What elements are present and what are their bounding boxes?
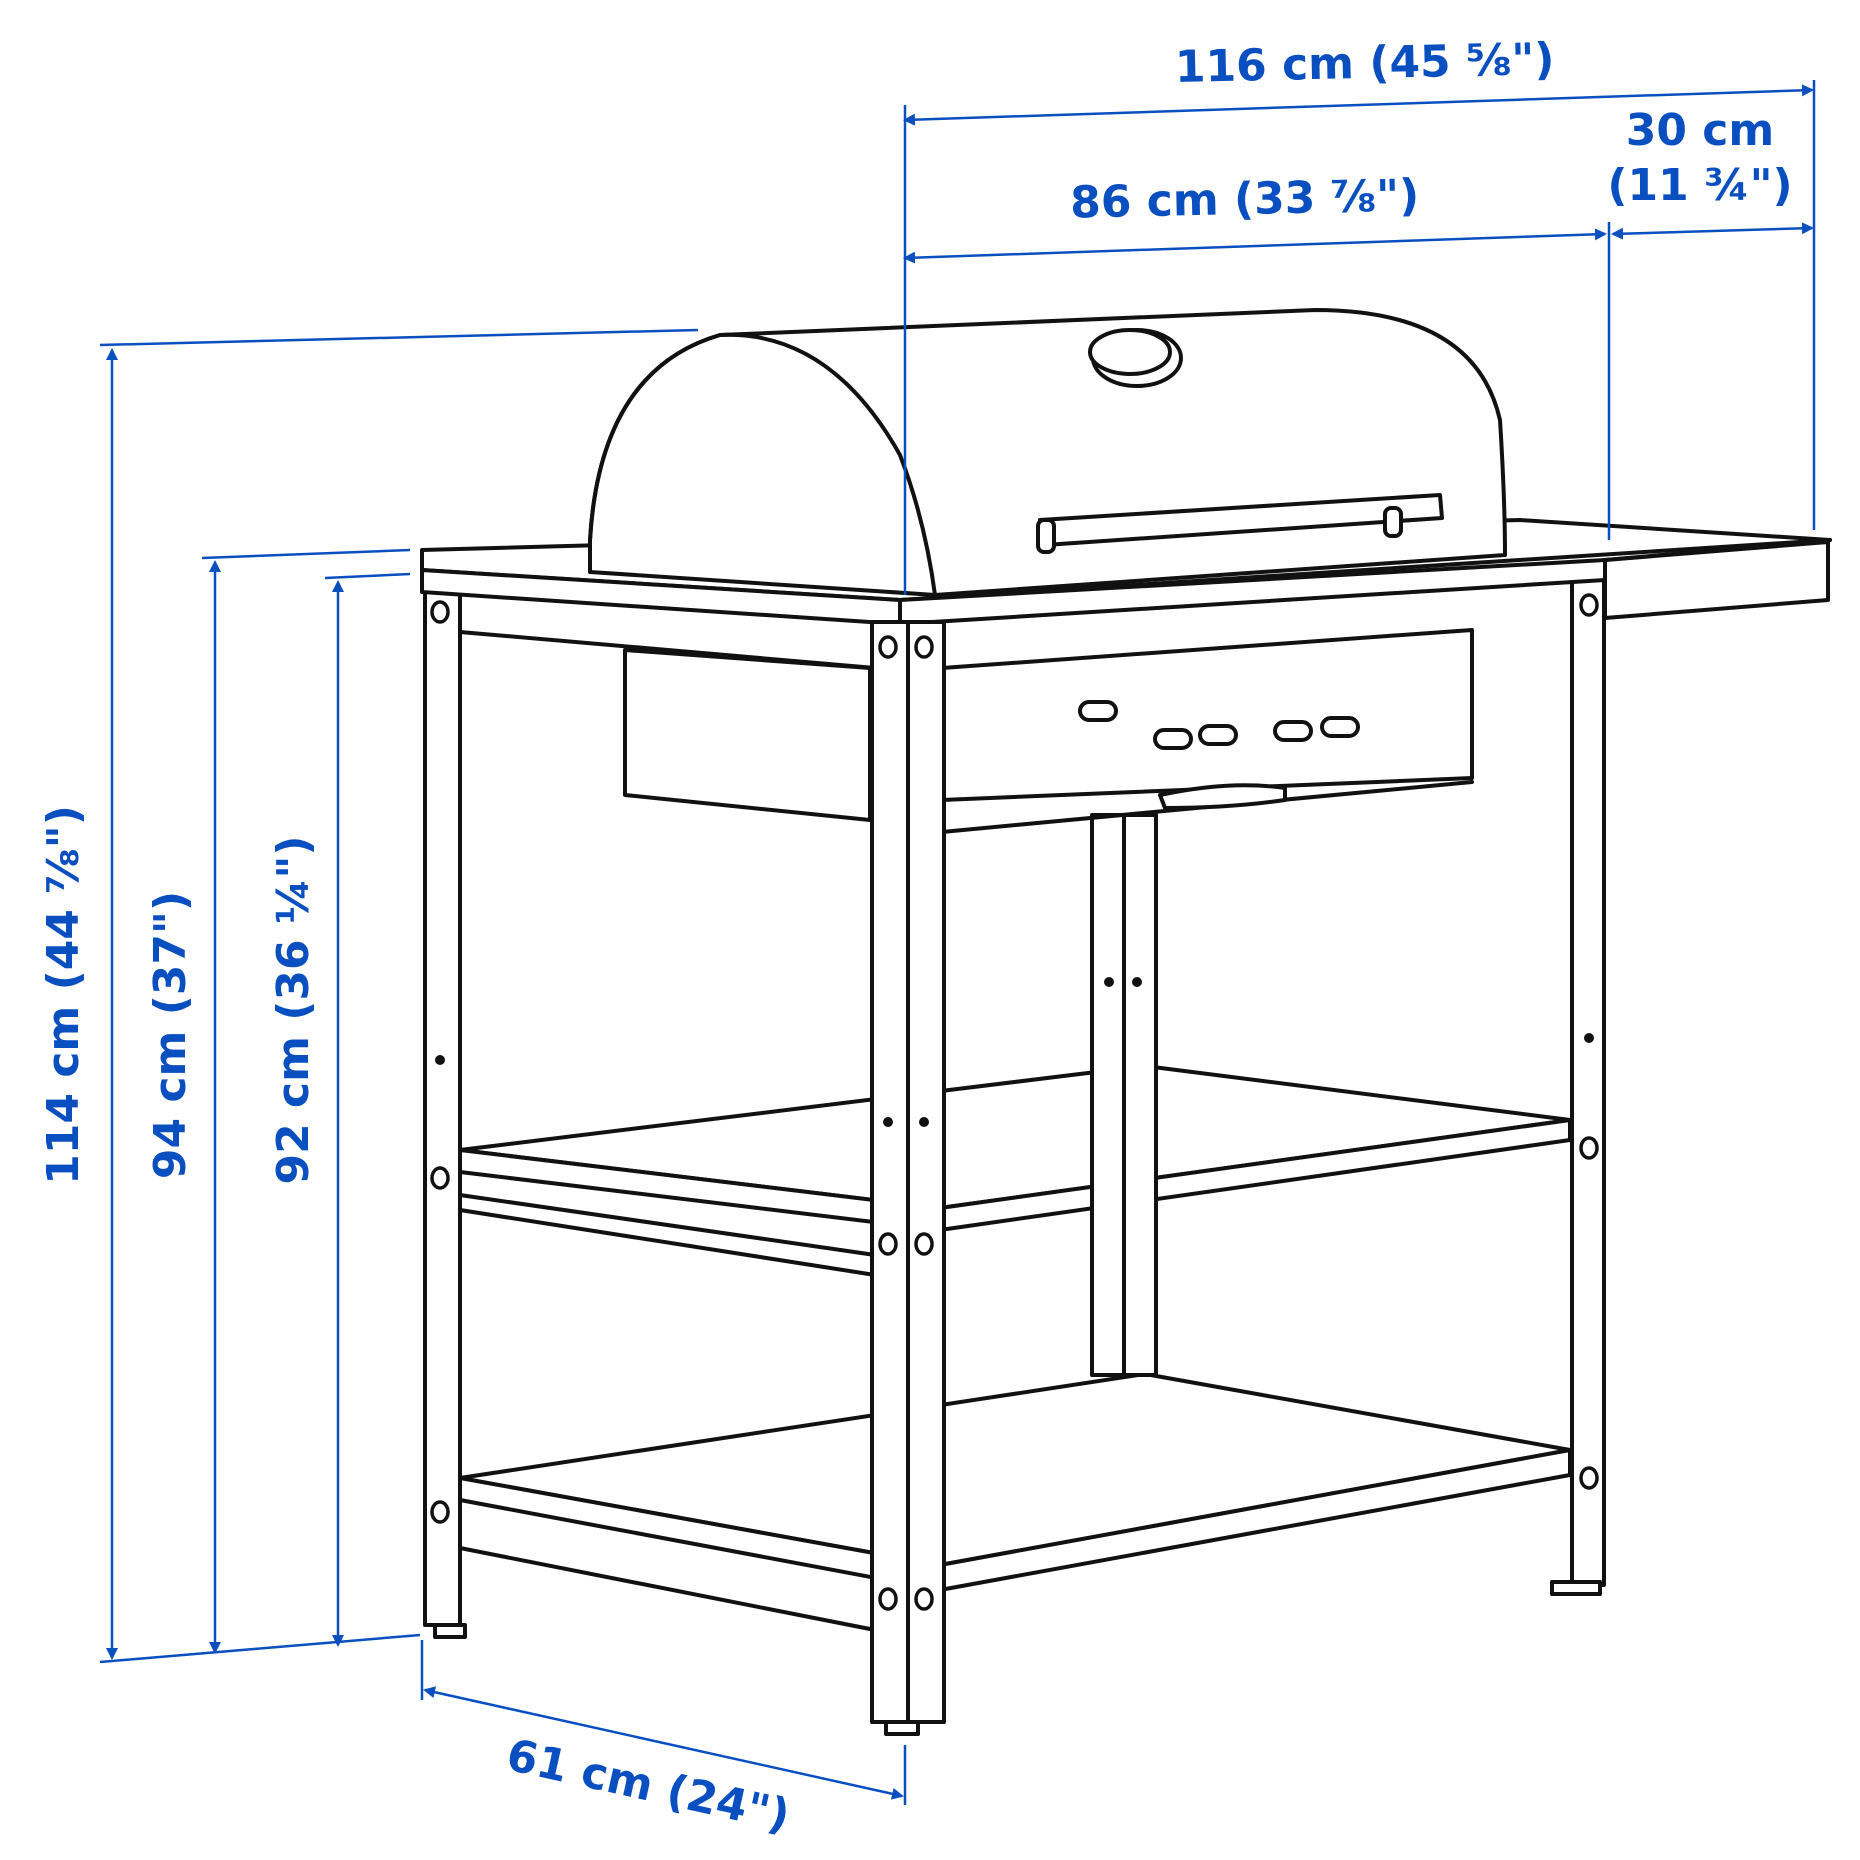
grill-width-label: 86 cm (33 ⅞"): [1070, 170, 1420, 228]
dimension-grill-width: 86 cm (33 ⅞"): [903, 170, 1611, 540]
left-back-leg: [423, 578, 467, 1639]
total-width-label: 116 cm (45 ⅝"): [1174, 34, 1555, 93]
right-back-leg: [1550, 578, 1606, 1596]
side-table-width-label-line1: 30 cm: [1626, 105, 1774, 156]
dimension-total-height: 114 cm (44 ⅞"): [38, 328, 699, 1664]
counter-height-label: 94 cm (37"): [145, 891, 196, 1179]
front-right-leg: [906, 620, 946, 1724]
dimension-depth: 61 cm (24"): [420, 1640, 907, 1842]
depth-label: 61 cm (24"): [502, 1730, 794, 1842]
bottom-shelf: [458, 1372, 1572, 1632]
barbecue-cart-illustration: [420, 308, 1832, 1736]
frame-height-label: 92 cm (36 ¼"): [268, 835, 319, 1184]
side-table: [1603, 538, 1832, 620]
total-height-label: 114 cm (44 ⅞"): [38, 805, 89, 1185]
dimension-counter-height: 94 cm (37"): [145, 548, 411, 1654]
dimension-total-width: 116 cm (45 ⅝"): [903, 34, 1816, 595]
side-table-width-label-line2: (11 ¾"): [1607, 160, 1792, 211]
dimension-side-table-width: 30 cm (11 ¾"): [1607, 105, 1814, 240]
firebox: [623, 628, 1474, 834]
grill-hood: [588, 308, 1507, 597]
rear-legs: [1090, 813, 1158, 1377]
dimension-frame-height: 92 cm (36 ¼"): [268, 572, 411, 1647]
middle-shelf: [458, 1064, 1572, 1277]
